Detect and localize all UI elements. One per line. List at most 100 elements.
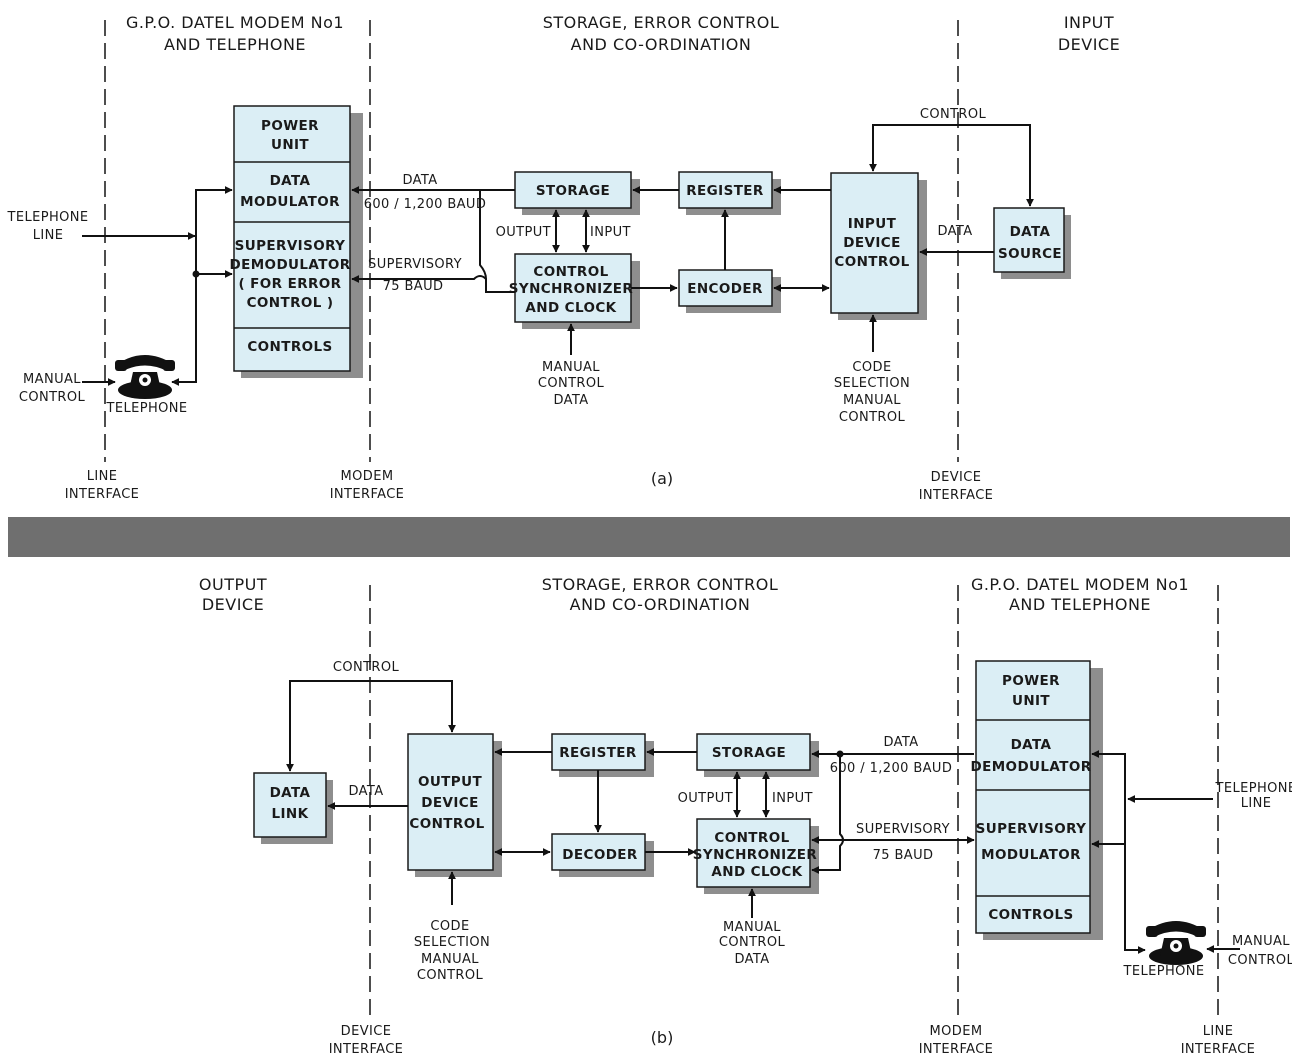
code-selection-b-label-1: CODE xyxy=(430,919,469,934)
connections-a xyxy=(82,124,1034,386)
diagram-b: OUTPUT DEVICE STORAGE, ERROR CONTROL AND… xyxy=(199,575,1292,1056)
power-unit-b-label-2: UNIT xyxy=(1012,693,1050,709)
modem-header-b-line2: AND TELEPHONE xyxy=(1009,595,1151,614)
register-box-b: REGISTER xyxy=(551,733,654,777)
modem-interface-b-label-2: INTERFACE xyxy=(919,1042,994,1056)
code-selection-b-label-3: MANUAL xyxy=(421,952,479,967)
output-header-line1: OUTPUT xyxy=(199,575,267,594)
device-interface-b-label-2: INTERFACE xyxy=(329,1042,404,1056)
data-source-label-2: SOURCE xyxy=(998,246,1062,262)
data-link-box-b: DATA LINK xyxy=(253,772,333,844)
manual-control-data-label-2: CONTROL xyxy=(538,376,605,391)
data-source-label-1: DATA xyxy=(1010,224,1051,240)
device-interface-label-1: DEVICE xyxy=(931,470,982,485)
control-sync-b-label-1: CONTROL xyxy=(714,830,789,846)
code-selection-label-4: CONTROL xyxy=(839,410,906,425)
data-in-label: DATA xyxy=(937,224,972,239)
caption-b: (b) xyxy=(651,1028,674,1047)
manual-control-data-b-label-3: DATA xyxy=(734,952,769,967)
line-interface-b-label-1: LINE xyxy=(1203,1024,1234,1039)
code-selection-b-label-4: CONTROL xyxy=(417,968,484,983)
telephone-line-label-2: LINE xyxy=(33,228,64,243)
data-link-label-1: DATA xyxy=(270,785,311,801)
output-header-line2: DEVICE xyxy=(202,595,264,614)
data-rate-label-b: 600 / 1,200 BAUD xyxy=(830,761,953,776)
data-modulator-label-2: MODULATOR xyxy=(240,194,340,210)
code-selection-label-1: CODE xyxy=(852,360,891,375)
manual-control-b-label-1: MANUAL xyxy=(1232,934,1290,949)
manual-control-data-label-3: DATA xyxy=(553,393,588,408)
supervisory-rate-label: 75 BAUD xyxy=(383,279,444,294)
power-unit-label: POWER xyxy=(261,118,319,134)
supervisory-demodulator-label-2: DEMODULATOR xyxy=(230,257,351,273)
modem-block-a: POWER UNIT DATA MODULATOR SUPERVISORY DE… xyxy=(230,105,363,378)
data-label-b: DATA xyxy=(883,735,918,750)
output-label: OUTPUT xyxy=(496,225,551,240)
storage-header-b-line2: AND CO-ORDINATION xyxy=(570,595,751,614)
supervisory-label: SUPERVISORY xyxy=(368,257,462,272)
modem-header-line1: G.P.O. DATEL MODEM No1 xyxy=(126,13,344,32)
code-selection-label-2: SELECTION xyxy=(834,376,910,391)
storage-header-b-line1: STORAGE, ERROR CONTROL xyxy=(542,575,779,594)
device-interface-label-2: INTERFACE xyxy=(919,488,994,503)
supervisory-modulator-label-1: SUPERVISORY xyxy=(976,821,1087,837)
input-header-line1: INPUT xyxy=(1064,13,1114,32)
control-label: CONTROL xyxy=(920,107,987,122)
manual-control-data-b-label-2: CONTROL xyxy=(719,935,786,950)
output-device-control-label-2: DEVICE xyxy=(421,795,478,811)
line-interface-label-1: LINE xyxy=(87,469,118,484)
power-unit-b-label-1: POWER xyxy=(1002,673,1060,689)
telephone-label-b: TELEPHONE xyxy=(1123,964,1205,979)
decoder-box-b: DECODER xyxy=(551,833,654,877)
supervisory-demodulator-label: SUPERVISORY xyxy=(235,238,346,254)
controls-label: CONTROLS xyxy=(247,339,332,355)
encoder-label: ENCODER xyxy=(687,281,763,297)
control-sync-label-1: CONTROL xyxy=(533,264,608,280)
output-device-control-label-3: CONTROL xyxy=(409,816,484,832)
input-device-control-label-3: CONTROL xyxy=(834,254,909,270)
storage-box-a: STORAGE xyxy=(514,171,640,215)
input-label-b: INPUT xyxy=(772,791,813,806)
data-rate-label: 600 / 1,200 BAUD xyxy=(364,197,487,212)
device-interface-b-label-1: DEVICE xyxy=(341,1024,392,1039)
output-device-control-box-b: OUTPUT DEVICE CONTROL xyxy=(407,733,502,877)
modem-header-line2: AND TELEPHONE xyxy=(164,35,306,54)
code-selection-label-3: MANUAL xyxy=(843,393,901,408)
diagram-a: G.P.O. DATEL MODEM No1 AND TELEPHONE STO… xyxy=(7,13,1120,503)
code-selection-b-label-2: SELECTION xyxy=(414,935,490,950)
encoder-box-a: ENCODER xyxy=(678,269,781,313)
storage-box-b: STORAGE xyxy=(696,733,819,777)
data-source-box-a: DATA SOURCE xyxy=(993,207,1071,279)
data-link-label-2: LINK xyxy=(272,806,309,822)
output-label-b: OUTPUT xyxy=(678,791,733,806)
register-label: REGISTER xyxy=(686,183,764,199)
control-sync-b-label-3: AND CLOCK xyxy=(711,864,802,880)
supervisory-demodulator-label-4: CONTROL ) xyxy=(247,295,334,311)
connections-b xyxy=(286,680,1240,954)
manual-control-data-b-label-1: MANUAL xyxy=(723,920,781,935)
output-device-control-label-1: OUTPUT xyxy=(418,774,483,790)
separator-band xyxy=(8,517,1290,557)
manual-control-data-label-1: MANUAL xyxy=(542,360,600,375)
modem-interface-label-1: MODEM xyxy=(341,469,394,484)
telephone-line-label-1: TELEPHONE xyxy=(7,210,89,225)
control-label-b: CONTROL xyxy=(333,660,400,675)
storage-header-line1: STORAGE, ERROR CONTROL xyxy=(543,13,780,32)
control-synchronizer-box-a: CONTROL SYNCHRONIZER AND CLOCK xyxy=(509,253,640,329)
data-label: DATA xyxy=(402,173,437,188)
storage-header-line2: AND CO-ORDINATION xyxy=(571,35,752,54)
manual-control-label-1: MANUAL xyxy=(23,372,81,387)
modem-interface-b-label-1: MODEM xyxy=(930,1024,983,1039)
controls-b-label: CONTROLS xyxy=(988,907,1073,923)
register-box-a: REGISTER xyxy=(678,171,781,215)
control-sync-label-2: SYNCHRONIZER xyxy=(509,281,634,297)
data-out-label: DATA xyxy=(348,784,383,799)
supervisory-rate-label-b: 75 BAUD xyxy=(873,848,934,863)
control-synchronizer-box-b: CONTROL SYNCHRONIZER AND CLOCK xyxy=(693,818,819,894)
input-device-control-label-1: INPUT xyxy=(848,216,897,232)
data-demodulator-label-1: DATA xyxy=(1011,737,1052,753)
telephone-icon xyxy=(115,355,175,399)
line-interface-label-2: INTERFACE xyxy=(65,487,140,502)
data-modulator-label: DATA xyxy=(270,173,311,189)
